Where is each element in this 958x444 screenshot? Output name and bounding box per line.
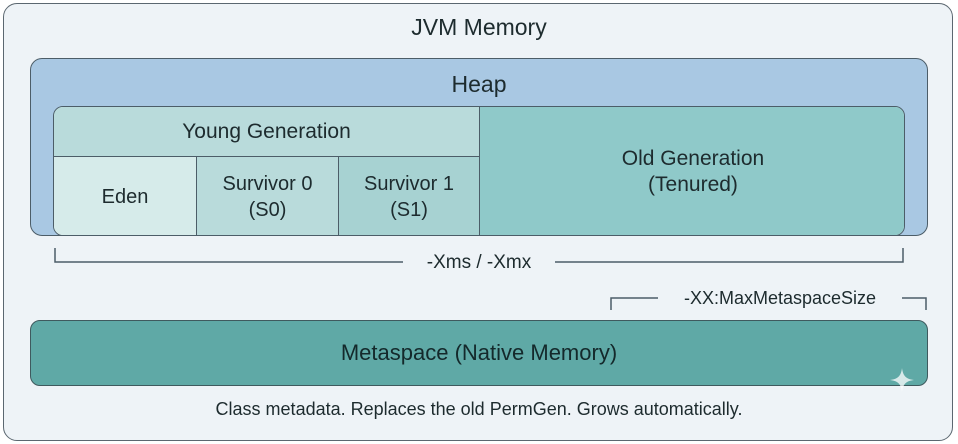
metaspace-region: Metaspace (Native Memory) [30, 320, 928, 386]
metaspace-caption: Class metadata. Replaces the old PermGen… [215, 399, 743, 419]
sparkle-icon [890, 368, 914, 392]
survivor-1-name: Survivor 1 [363, 173, 455, 195]
survivor-1-space: Survivor 1 (S1) [339, 157, 480, 235]
old-generation-name: Old Generation [621, 147, 765, 170]
survivor-1-abbrev: (S1) [390, 199, 428, 221]
survivor-0-abbrev: (S0) [248, 199, 287, 221]
generations-block: Young Generation Eden Survivor 0 (S0) Su… [53, 106, 905, 236]
survivor-0-space: Survivor 0 (S0) [197, 157, 339, 235]
survivor-0-name: Survivor 0 [222, 173, 313, 195]
diagram-title: JVM Memory [411, 14, 547, 40]
young-generation-header: Young Generation [54, 107, 480, 157]
heap-size-flag: -Xms / -Xmx [403, 250, 555, 276]
metaspace-size-flag: -XX:MaxMetaspaceSize [658, 286, 902, 310]
old-generation-subtitle: (Tenured) [648, 173, 738, 196]
old-generation-space: Old Generation (Tenured) [480, 107, 904, 235]
heap-label: Heap [451, 71, 507, 97]
metaspace-label: Metaspace (Native Memory) [340, 340, 618, 365]
eden-space: Eden [54, 157, 197, 235]
